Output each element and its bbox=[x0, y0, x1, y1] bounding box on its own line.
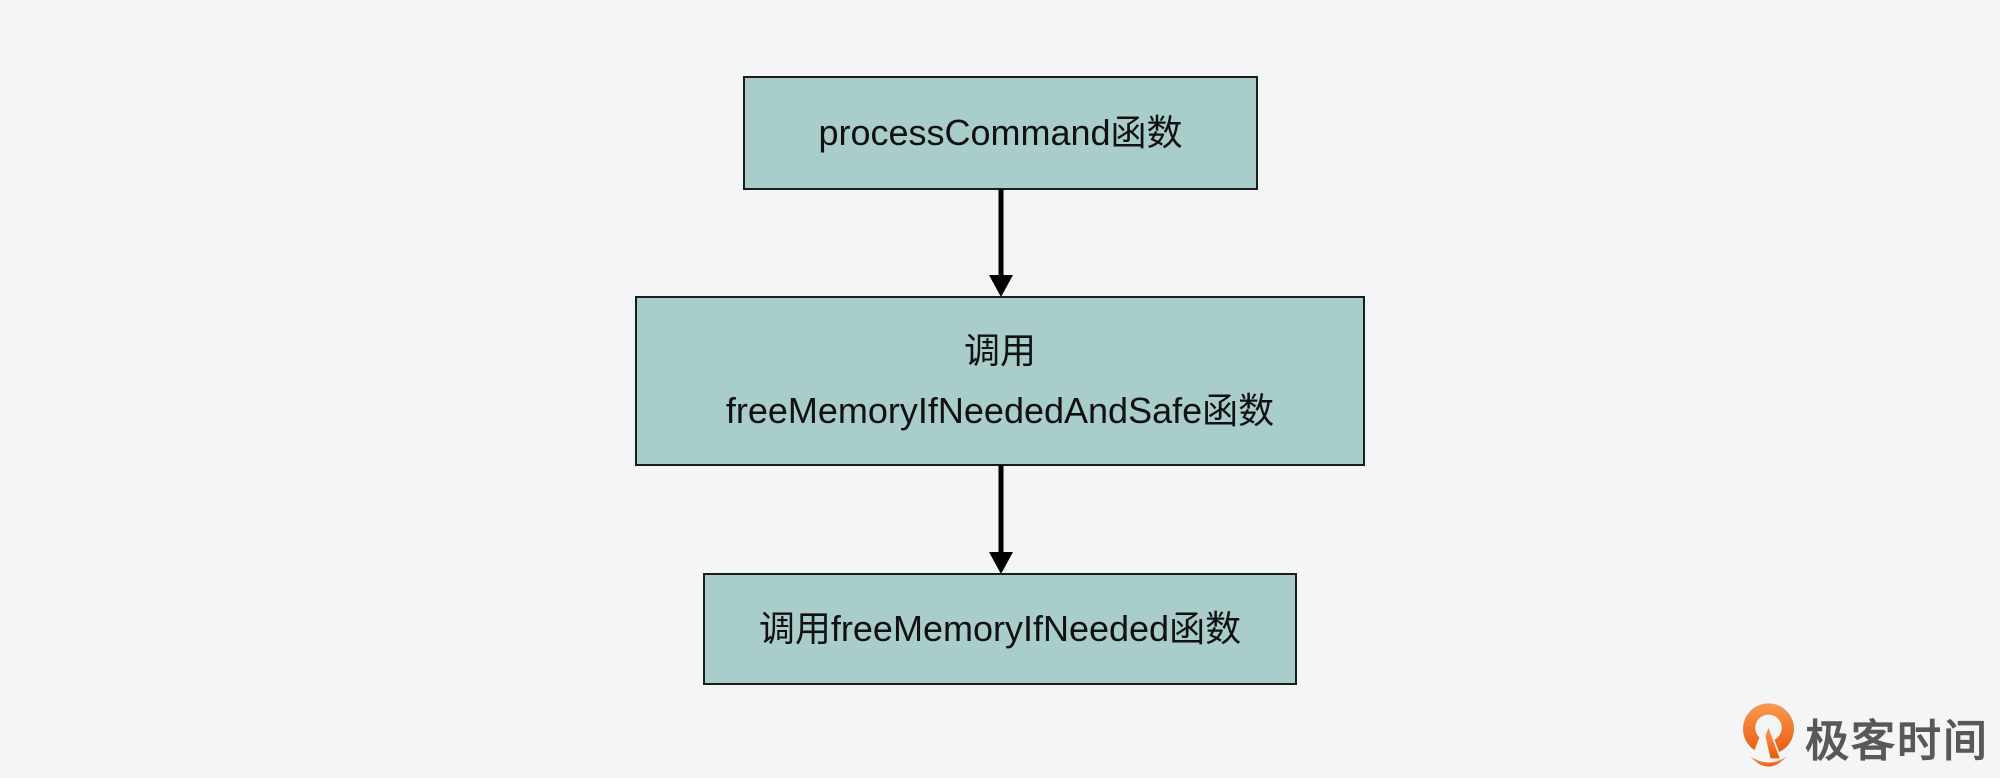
node-call-free-memory-if-needed: 调用freeMemoryIfNeeded函数 bbox=[703, 573, 1297, 685]
geektime-logo-text: 极客时间 bbox=[1805, 717, 1989, 766]
logo-smile-crescent bbox=[1750, 756, 1787, 767]
geektime-logo-icon bbox=[1743, 703, 1794, 767]
logo-arrow-tail bbox=[1765, 727, 1780, 759]
node-call-free-memory-if-needed-and-safe: 调用 freeMemoryIfNeededAndSafe函数 bbox=[635, 296, 1365, 466]
node-label-line2: freeMemoryIfNeededAndSafe函数 bbox=[725, 390, 1275, 431]
arrow-down-1 bbox=[989, 189, 1013, 297]
node-process-command: processCommand函数 bbox=[743, 76, 1258, 190]
node-label-line1: 调用 bbox=[963, 330, 1036, 371]
arrowhead-icon bbox=[989, 552, 1013, 574]
arrowhead-icon bbox=[989, 275, 1013, 297]
geektime-logo: 极客时间 bbox=[1742, 701, 1989, 773]
node-label: 调用freeMemoryIfNeeded函数 bbox=[758, 608, 1242, 649]
arrow-down-2 bbox=[989, 465, 1013, 574]
node-label: processCommand函数 bbox=[818, 112, 1183, 153]
